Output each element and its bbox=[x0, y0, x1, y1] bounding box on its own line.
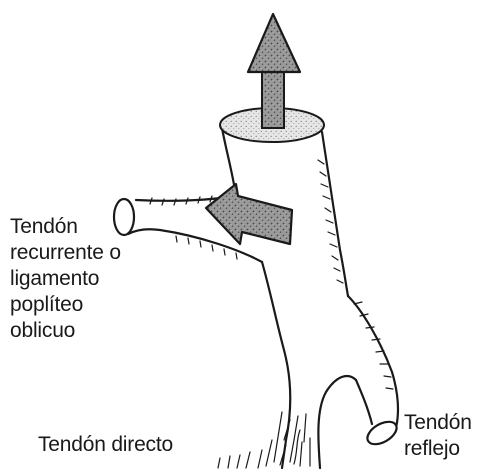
reflected-branch bbox=[348, 296, 400, 449]
label-tendon-directo: Tendón directo bbox=[38, 432, 173, 458]
tendon-trunk bbox=[222, 128, 356, 468]
label-tendon-recurrente: Tendón recurrente o ligamento poplíteo o… bbox=[10, 214, 121, 344]
label-tendon-reflejo: Tendón reflejo bbox=[404, 410, 472, 462]
left-arrow-icon bbox=[206, 184, 292, 244]
